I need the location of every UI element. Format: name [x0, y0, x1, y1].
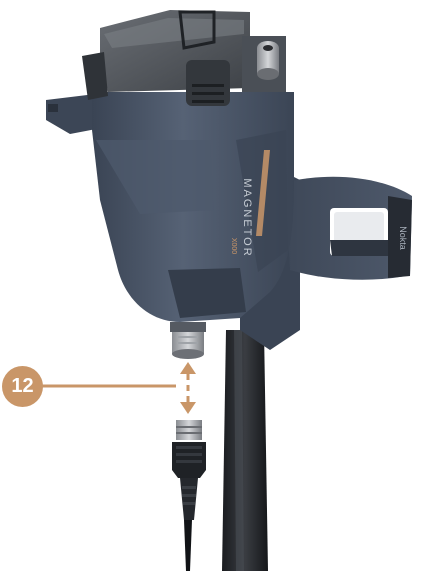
callout-number-badge: 12 [2, 366, 43, 407]
socket-connector [170, 322, 206, 359]
top-module [82, 10, 286, 106]
cable-plug [172, 420, 206, 571]
brand-text: MAGNETOR [241, 178, 253, 257]
shaft [222, 330, 268, 571]
strap-brand-text: Nokta [398, 226, 408, 250]
arm-strap: Nokta [286, 176, 412, 280]
accent-stripe [256, 150, 270, 236]
model-text: X000 [230, 238, 237, 254]
connect-arrow [180, 362, 196, 414]
